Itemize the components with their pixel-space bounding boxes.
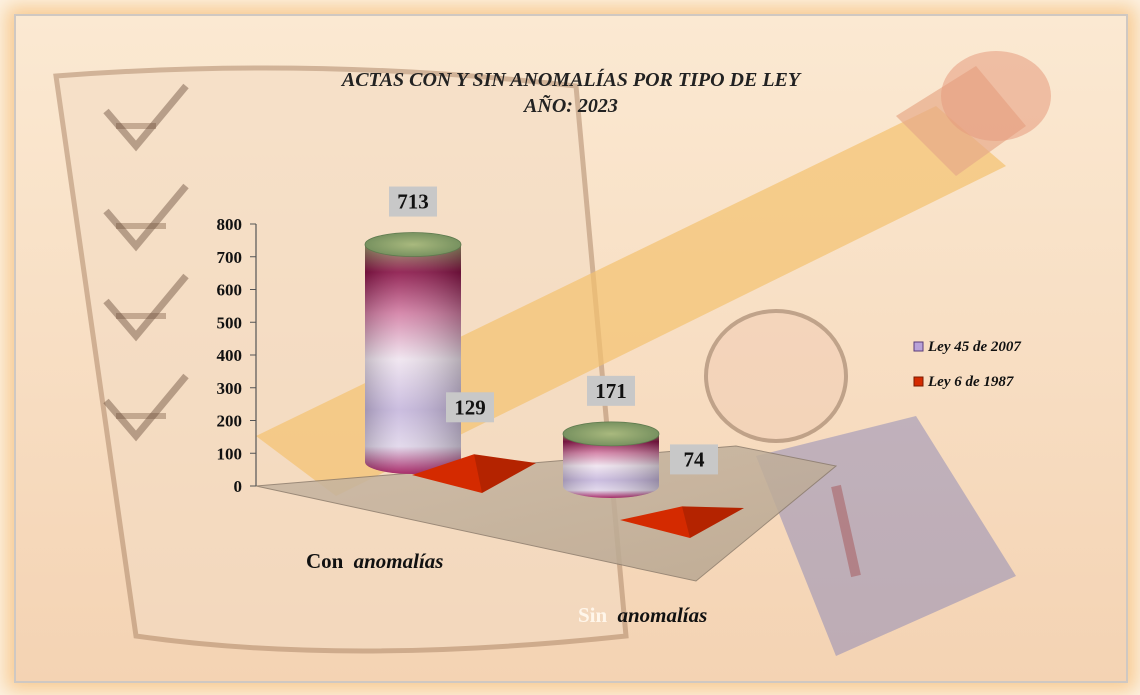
data-label-box-0-0 — [389, 186, 437, 217]
data-label-1-0: 129 — [454, 395, 486, 419]
data-label-box-0-1 — [587, 375, 635, 406]
y-tick-label-2: 200 — [217, 412, 243, 431]
bar-1-0-face — [412, 454, 536, 493]
y-tick-label-5: 500 — [217, 313, 243, 332]
y-tick-label-7: 700 — [217, 248, 243, 267]
data-label-0-0: 713 — [397, 190, 429, 214]
chart-frame: ACTAS CON Y SIN ANOMALÍAS POR TIPO DE LE… — [14, 14, 1128, 683]
category-label-1: Sin anomalías — [578, 603, 707, 627]
y-tick-label-8: 800 — [217, 215, 243, 234]
legend-swatch-1 — [913, 376, 924, 387]
bar-0-0-shade — [365, 244, 461, 474]
category-label-1-italic: anomalías — [617, 603, 707, 627]
y-tick-label-6: 600 — [217, 281, 243, 300]
y-tick-label-0: 0 — [234, 477, 243, 496]
bar-0-1 — [562, 421, 660, 498]
bar-1-1-face — [620, 506, 744, 538]
category-label-0: Con anomalías — [306, 549, 443, 573]
chart-canvas: ACTAS CON Y SIN ANOMALÍAS POR TIPO DE LE… — [53, 51, 1051, 656]
chart-title: ACTAS CON Y SIN ANOMALÍAS POR TIPO DE LE… — [340, 68, 802, 91]
bar-1-1-shade — [682, 506, 744, 538]
legend: Ley 45 de 2007 Ley 6 de 1987 — [913, 339, 1021, 390]
background-illustration — [53, 51, 1051, 656]
category-label-0-plain: Con — [306, 549, 344, 573]
data-label-box-1-1 — [670, 444, 718, 475]
legend-swatch-0 — [913, 341, 924, 352]
bar-1-1 — [620, 506, 744, 538]
chart-subtitle: AÑO: 2023 — [522, 94, 618, 117]
y-axis-ticks: 0 100 200 300 400 500 600 700 800 — [217, 215, 256, 496]
data-label-0-1: 171 — [595, 379, 627, 403]
bar-1-0-shade — [474, 454, 536, 493]
bar-1-0 — [412, 454, 536, 493]
bar-0-1-shade — [563, 433, 659, 498]
y-tick-label-3: 300 — [217, 379, 243, 398]
category-label-0-italic: anomalías — [354, 549, 444, 573]
category-label-1-plain: Sin — [578, 603, 608, 627]
chart-marks: 713 171 129 74 — [364, 186, 744, 538]
data-label-box-1-0 — [446, 392, 494, 423]
data-label-1-1: 74 — [684, 447, 706, 471]
legend-label-1: Ley 6 de 1987 — [927, 374, 1014, 390]
bar-0-0 — [364, 232, 462, 474]
y-tick-label-4: 400 — [217, 346, 243, 365]
bar-0-1-top — [562, 421, 660, 447]
y-tick-label-1: 100 — [217, 444, 243, 463]
bar-0-0-top — [364, 232, 462, 257]
legend-label-0: Ley 45 de 2007 — [927, 339, 1021, 355]
